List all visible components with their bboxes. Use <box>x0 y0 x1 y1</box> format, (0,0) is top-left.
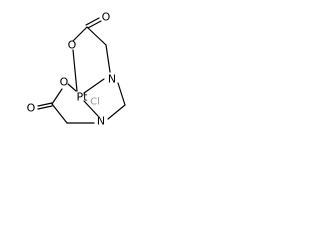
bond-n-bottom-pt <box>83 100 99 117</box>
bond-o-bottom-pt <box>67 83 77 92</box>
bond-ch2-ch2 <box>107 104 126 120</box>
bond-c2-o-double-b <box>37 102 53 107</box>
bond-c1-ch2-top <box>86 26 107 46</box>
atom-labels: O O N O Pt Cl O N <box>27 11 116 128</box>
atom-label-cl: Cl <box>90 97 100 108</box>
bond-c2-o-double-a <box>37 105 53 110</box>
atom-label-o-carbonyl-top: O <box>102 11 111 24</box>
bond-c1-o-double-b <box>85 17 100 26</box>
bond-c2-o-ring-bottom <box>51 88 63 105</box>
bond-n-right-pt <box>83 78 105 94</box>
bond-c1-o-double-a <box>87 20 102 29</box>
atom-label-n-right: N <box>108 73 116 86</box>
bond-o-top-pt <box>72 49 78 92</box>
bond-n-right-ch2 <box>117 82 126 106</box>
chemical-structure: O O N O Pt Cl O N <box>27 11 126 128</box>
atom-label-o-bottom: O <box>60 76 69 89</box>
atom-label-pt: Pt <box>77 91 89 104</box>
bond-c2-ch2-bottom <box>51 103 68 124</box>
atom-label-o-top: O <box>68 39 77 52</box>
bonds <box>37 17 126 124</box>
atom-label-n-bottom: N <box>97 115 105 128</box>
bond-c1-o-ring-top <box>72 26 88 42</box>
atom-label-o-carbonyl-bottom: O <box>27 102 36 115</box>
bond-ch2-n-right <box>105 44 111 73</box>
